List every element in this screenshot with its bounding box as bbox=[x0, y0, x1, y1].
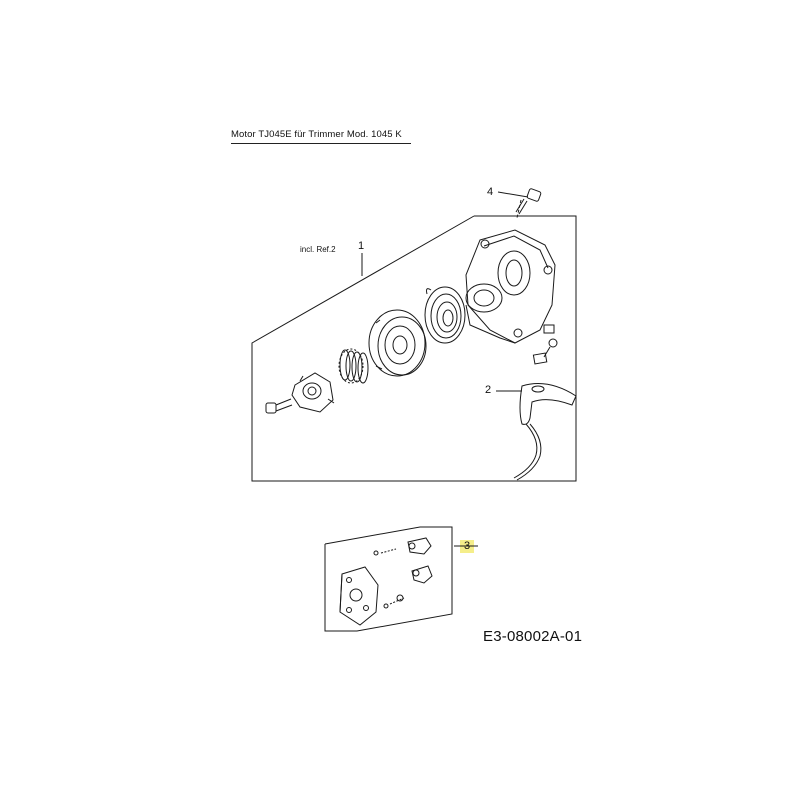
coil-spring bbox=[338, 348, 369, 384]
callout-4: 4 bbox=[487, 186, 494, 198]
starter-housing bbox=[465, 229, 556, 344]
starter-handle bbox=[513, 383, 577, 481]
ratchet-cap bbox=[291, 372, 335, 413]
center-bolt bbox=[265, 398, 293, 414]
recoil-spring bbox=[424, 286, 466, 344]
callout-1: 1 bbox=[358, 240, 365, 252]
callout-note: incl. Ref.2 bbox=[300, 245, 336, 254]
callout-2: 2 bbox=[485, 384, 492, 396]
rope-pulley bbox=[368, 309, 427, 377]
drawing-code: E3-08002A-01 bbox=[483, 628, 583, 645]
clip-part bbox=[532, 338, 558, 365]
pawl-kit bbox=[324, 526, 453, 632]
assembly-frame bbox=[251, 215, 577, 482]
leader-lines bbox=[361, 191, 529, 547]
diagram-title: Motor TJ045E für Trimmer Mod. 1045 K bbox=[231, 129, 411, 144]
screw-4 bbox=[515, 188, 542, 215]
